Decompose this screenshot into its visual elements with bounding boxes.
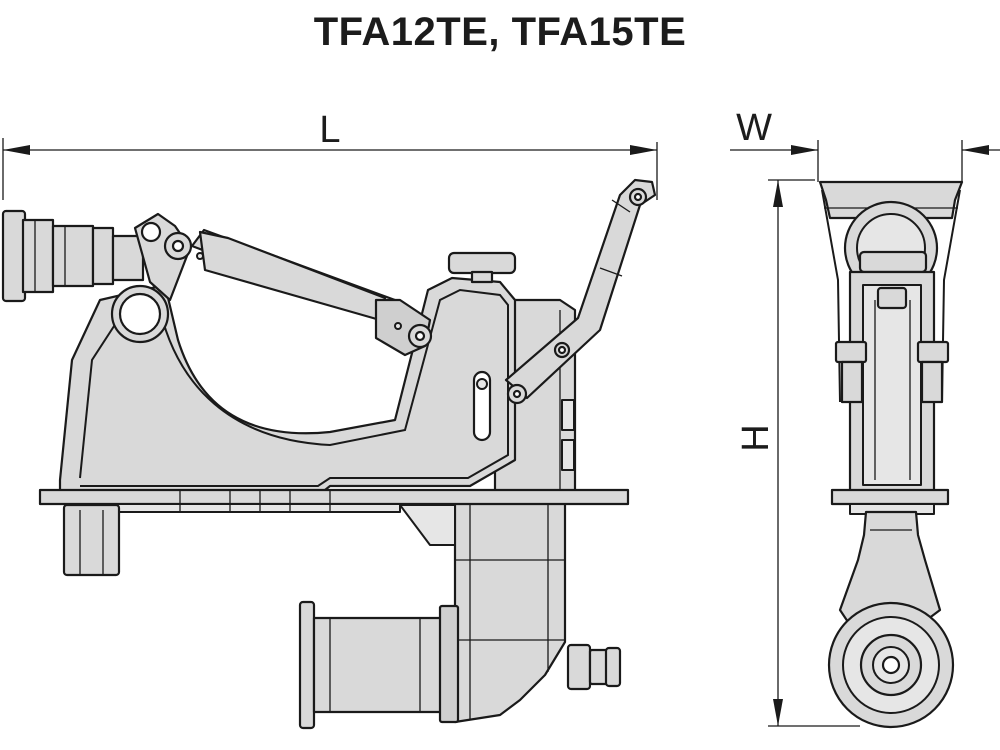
width-label: W (736, 107, 772, 149)
side-view (1, 178, 657, 730)
drawing-title: TFA12TE, TFA15TE (313, 10, 687, 54)
width-dimension: W (730, 107, 1000, 182)
length-label: L (319, 109, 340, 151)
front-view (818, 180, 964, 729)
length-dimension: L (2, 109, 658, 200)
height-label: H (735, 424, 777, 451)
height-dimension: H (735, 179, 860, 727)
